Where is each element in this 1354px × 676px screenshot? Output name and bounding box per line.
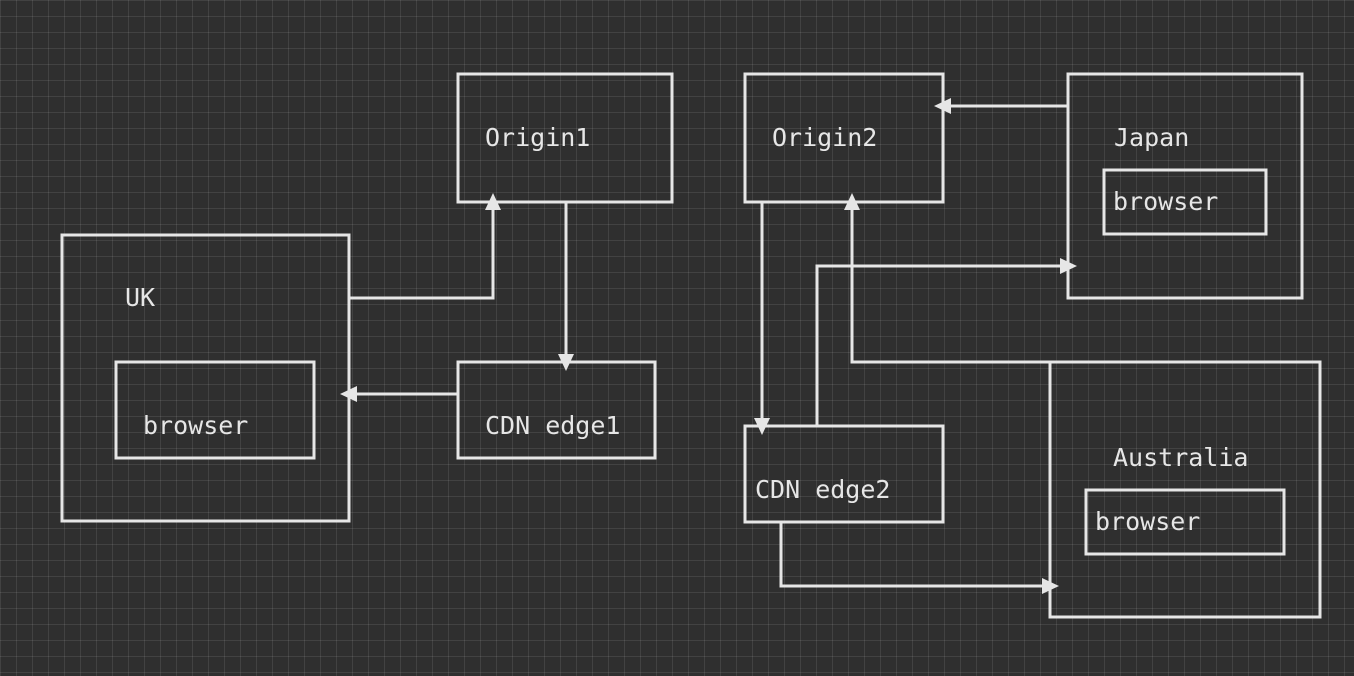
australia-browser-label: browser <box>1095 507 1200 536</box>
cdn-edge2-label: CDN edge2 <box>755 475 890 504</box>
arrowhead-cdn-edge2 <box>754 418 770 435</box>
arrowhead-japan <box>1060 258 1077 274</box>
cdn-edge1-box[interactable] <box>456 360 657 460</box>
connector-uk-to-origin1 <box>349 210 495 300</box>
connector-australia-to-origin2 <box>850 210 1050 364</box>
arrowhead-origin1 <box>485 193 501 210</box>
origin2-box[interactable] <box>743 72 945 204</box>
uk-box[interactable] <box>60 233 351 523</box>
connector-cdn-edge2-to-japan <box>815 264 1060 426</box>
arrowhead-origin2-from-australia <box>844 193 860 210</box>
uk-browser-label: browser <box>143 411 248 440</box>
arrowhead-origin2-from-japan <box>934 98 951 114</box>
origin1-label: Origin1 <box>485 123 590 152</box>
japan-label: Japan <box>1114 123 1189 152</box>
uk-label: UK <box>125 283 155 312</box>
connector-cdn-edge2-to-australia <box>779 522 1042 588</box>
australia-browser-box[interactable] <box>1084 488 1286 556</box>
uk-browser-box[interactable] <box>114 360 316 460</box>
arrowhead-cdn-edge1 <box>558 354 574 371</box>
cdn-edge2-box[interactable] <box>743 424 945 524</box>
arrowhead-uk <box>340 386 357 402</box>
australia-label: Australia <box>1113 443 1248 472</box>
australia-box[interactable] <box>1048 360 1322 619</box>
japan-box[interactable] <box>1066 72 1304 300</box>
japan-browser-label: browser <box>1113 187 1218 216</box>
cdn-edge1-label: CDN edge1 <box>485 411 620 440</box>
japan-browser-box[interactable] <box>1102 168 1268 236</box>
arrowhead-australia <box>1042 578 1059 594</box>
origin2-label: Origin2 <box>772 123 877 152</box>
